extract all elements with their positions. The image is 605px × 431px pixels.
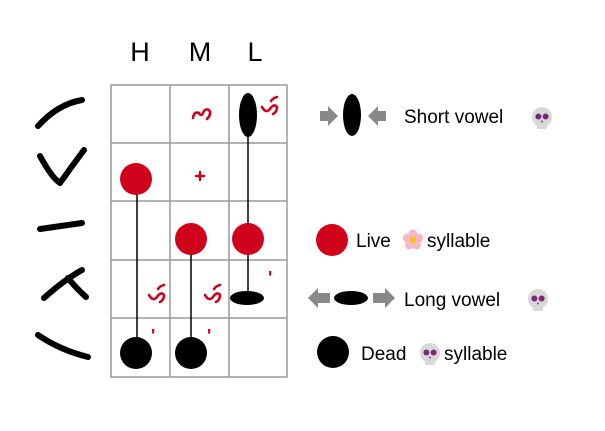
tone-paths: [136, 115, 249, 353]
dead-syllable-marker-m: [175, 337, 207, 369]
live-syllable-marker-l: [232, 223, 264, 255]
plus-tone-mark: [194, 170, 206, 182]
arrow-right-icon: [320, 106, 338, 126]
legend-short-vowel: Short vowel: [320, 94, 552, 136]
arrow-left-icon: [308, 288, 330, 308]
column-header-h: H: [130, 37, 150, 67]
apostrophe-mark-h: ': [151, 326, 155, 346]
long-vowel-label: Long vowel: [404, 290, 500, 311]
apostrophe-mark-m: ': [207, 326, 211, 346]
skull-icon: [420, 343, 440, 365]
falling-contour-glyph: [35, 332, 91, 360]
column-header-l: L: [247, 37, 262, 67]
short-vowel-label: Short vowel: [404, 107, 503, 128]
legend-live-syllable: Live syllable: [316, 224, 490, 256]
dead-syllable-label: syllable: [444, 344, 507, 365]
live-label: Live: [356, 231, 391, 252]
live-syllable-legend-marker: [316, 224, 348, 256]
mai-chattawa-glyph-m-top: [191, 108, 212, 121]
mai-tri-glyph-l-top: [260, 95, 279, 116]
long-vowel-marker-l: [230, 291, 264, 305]
short-vowel-legend-marker: [343, 94, 361, 136]
legend-long-vowel: Long vowel: [308, 288, 548, 311]
tone-marks: [147, 95, 279, 304]
arrow-left-icon: [368, 106, 386, 126]
live-syllable-marker-m: [175, 223, 207, 255]
dead-syllable-marker-h: [120, 337, 152, 369]
rising-contour-glyph: [35, 97, 85, 129]
tone-grid: [110, 84, 288, 378]
dead-syllable-legend-marker: [317, 336, 349, 368]
live-syllable-label: syllable: [427, 231, 490, 252]
dip-contour-glyph: [37, 147, 87, 186]
long-vowel-legend-marker: [334, 291, 368, 305]
tone-contour-glyphs: [35, 97, 91, 360]
legend-dead-syllable: Dead syllable: [317, 336, 507, 368]
skull-icon: [528, 289, 548, 311]
flower-icon: [402, 229, 424, 250]
live-syllable-marker-h: [120, 163, 152, 195]
level-contour-glyph: [37, 220, 85, 232]
syllable-markers: [120, 93, 264, 369]
short-vowel-marker-l: [239, 93, 257, 137]
arrow-right-icon: [373, 288, 395, 308]
apostrophe-mark-l: ': [268, 268, 272, 288]
peak-contour-glyph: [41, 267, 89, 301]
mai-tri-glyph-m-row4: [203, 283, 222, 304]
dead-label: Dead: [361, 344, 406, 365]
column-header-m: M: [189, 37, 212, 67]
mai-tri-glyph-h-row4: [147, 283, 166, 304]
skull-icon: [532, 107, 552, 129]
